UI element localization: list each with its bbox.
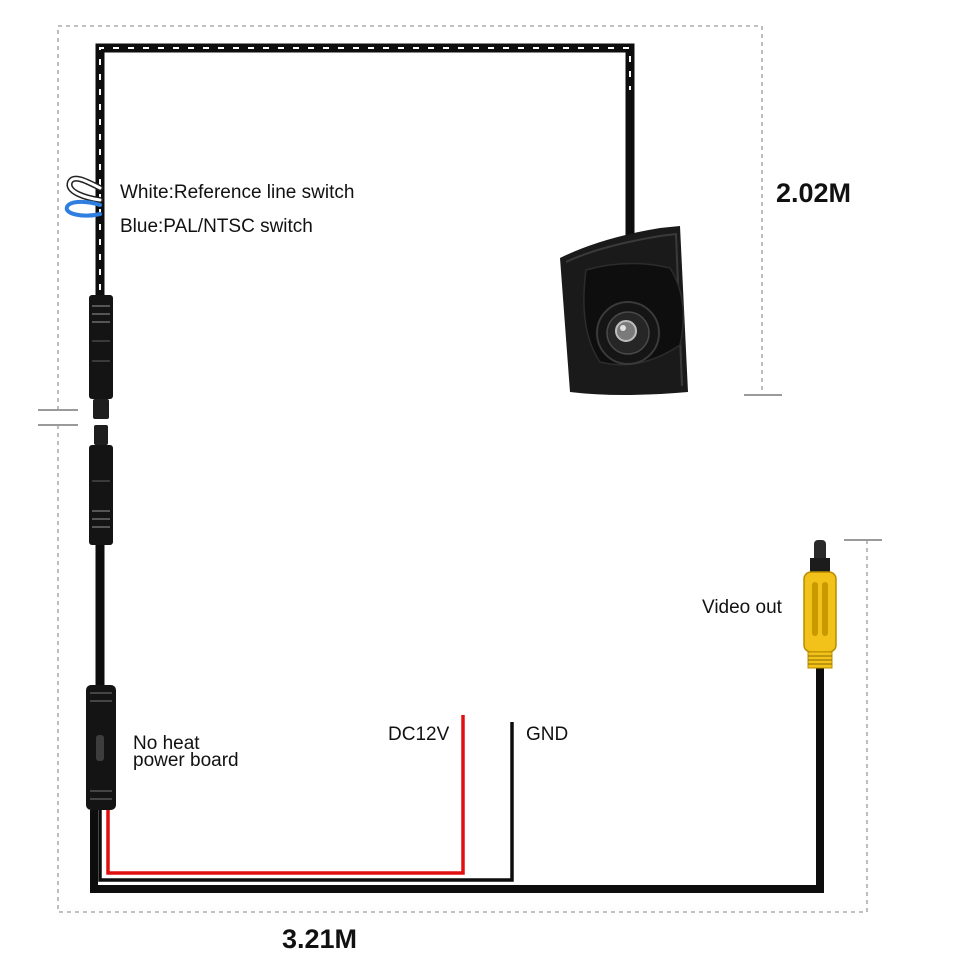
power-wires	[90, 665, 824, 893]
main-cable-length: 3.21M	[282, 924, 357, 954]
camera-cable-dimension-outline	[57, 25, 763, 410]
dimension-guides	[57, 25, 868, 913]
blue-wire-label: Blue:PAL/NTSC switch	[120, 216, 313, 237]
dc12v-wire	[106, 715, 465, 875]
gnd-wire	[98, 722, 514, 882]
aviation-connector-lower	[89, 425, 113, 545]
main-cable-dimension-outline	[57, 425, 868, 913]
blue-wire-loop	[64, 199, 102, 218]
camera-mount-highlight	[565, 232, 683, 387]
camera-cable	[95, 43, 635, 300]
power-board-label-line1: No heat	[133, 733, 200, 754]
gnd-label: GND	[526, 724, 568, 745]
power-board-label-line2: power board	[133, 750, 239, 771]
video-out-label: Video out	[702, 597, 783, 618]
camera	[560, 226, 688, 395]
dimension-ticks	[38, 394, 882, 541]
camera-cable-pattern	[99, 47, 631, 290]
camera-cable-path	[95, 43, 635, 300]
aviation-connector-upper	[89, 295, 113, 419]
white-wire-loop-inner	[68, 177, 102, 202]
camera-cable-length: 2.02M	[776, 178, 851, 208]
camera-lens-glint	[620, 325, 626, 331]
video-cable	[90, 665, 824, 893]
rca-plug	[803, 540, 837, 669]
power-board	[86, 685, 116, 810]
white-wire-label: White:Reference line switch	[120, 182, 354, 203]
dc12v-label: DC12V	[388, 724, 450, 745]
switch-wires	[64, 175, 103, 218]
camera-lens-glass	[615, 320, 637, 342]
